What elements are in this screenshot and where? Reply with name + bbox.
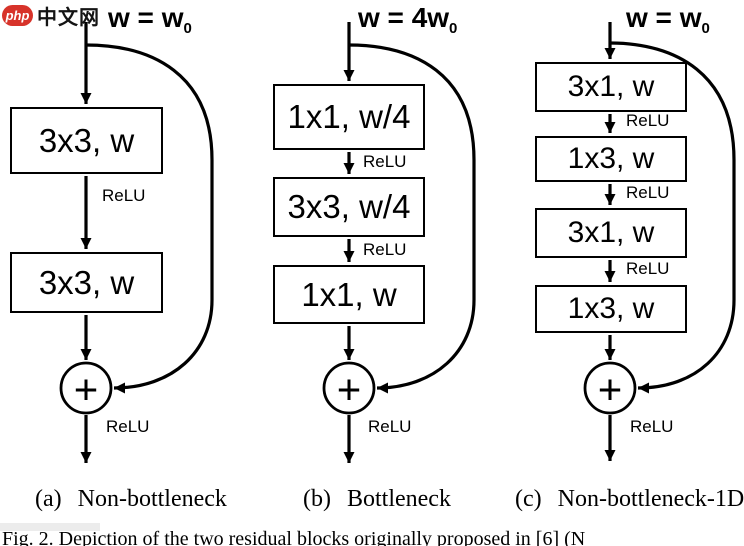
skip-connection-b — [348, 43, 476, 394]
skip-connection-c — [609, 41, 736, 394]
relu-label-b1: ReLU — [363, 152, 407, 171]
title-a-main: w = w — [108, 2, 184, 33]
plus-symbol-b: + — [337, 366, 362, 413]
conv-box-b1: 1x1, w/4 — [273, 84, 425, 150]
column-title-b: w = 4w0 — [358, 2, 457, 37]
conv-box-a1: 3x3, w — [10, 107, 163, 174]
caption-b: (b) Bottleneck — [303, 486, 451, 513]
relu-label-c3: ReLU — [626, 259, 670, 278]
php-logo-icon: php — [2, 4, 33, 26]
conv-box-a2: 3x3, w — [10, 252, 163, 313]
caption-c: (c) Non-bottleneck-1D — [515, 486, 744, 513]
column-c-connectors: + — [583, 22, 736, 461]
caption-a-label: (a) — [35, 486, 62, 512]
conv-box-c4: 1x3, w — [535, 285, 687, 333]
caption-a-text: Non-bottleneck — [77, 486, 227, 512]
column-b-connectors: + — [322, 22, 476, 463]
sum-node-a — [59, 361, 113, 415]
conv-box-c2: 1x3, w — [535, 136, 687, 182]
relu-label-a-out: ReLU — [106, 417, 150, 436]
conv-box-b2: 3x3, w/4 — [273, 177, 425, 237]
relu-label-a1: ReLU — [102, 186, 146, 205]
relu-label-c2: ReLU — [626, 183, 670, 202]
caption-b-text: Bottleneck — [346, 486, 451, 512]
caption-c-label: (c) — [515, 486, 542, 512]
conv-box-b3: 1x1, w — [273, 265, 425, 324]
skip-connection-a — [85, 43, 214, 394]
column-a-connectors: + — [59, 22, 214, 463]
title-b-subscript: 0 — [449, 20, 458, 37]
column-title-a: w = w0 — [108, 2, 192, 37]
caption-c-text: Non-bottleneck-1D — [557, 486, 744, 512]
watermark-text: 中文网 — [37, 6, 100, 29]
title-c-main: w = w — [626, 2, 702, 33]
plus-symbol-c: + — [598, 366, 623, 413]
column-title-c: w = w0 — [626, 2, 710, 37]
sum-node-c — [583, 361, 637, 415]
watermark-logo: php 中文网 — [2, 3, 100, 29]
title-a-subscript: 0 — [183, 20, 192, 37]
caption-b-label: (b) — [303, 486, 331, 512]
title-c-subscript: 0 — [701, 20, 710, 37]
caption-a: (a) Non-bottleneck — [35, 486, 227, 513]
plus-symbol-a: + — [74, 366, 99, 413]
relu-label-b2: ReLU — [363, 240, 407, 259]
conv-box-c3: 3x1, w — [535, 208, 687, 258]
relu-label-c-out: ReLU — [630, 417, 674, 436]
figure-caption: Fig. 2. Depiction of the two residual bl… — [2, 528, 586, 546]
render-artifact — [0, 523, 100, 531]
relu-label-b-out: ReLU — [368, 417, 412, 436]
sum-node-b — [322, 361, 376, 415]
title-b-main: w = 4w — [358, 2, 450, 33]
relu-label-c1: ReLU — [626, 111, 670, 130]
conv-box-c1: 3x1, w — [535, 62, 687, 112]
